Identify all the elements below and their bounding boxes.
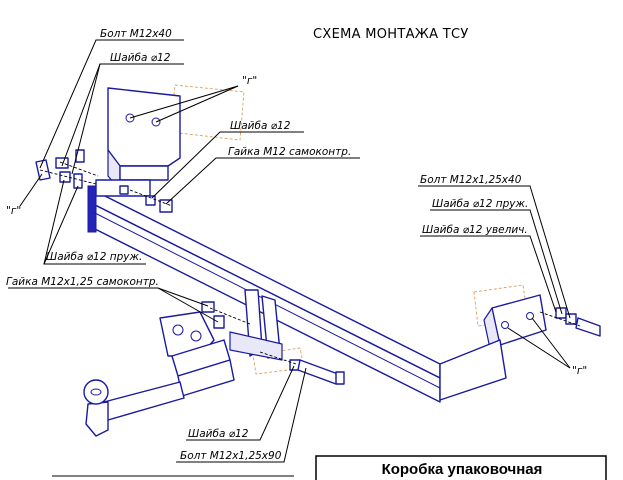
packing-box-text: Коробка упаковочная [382,461,543,478]
bottom-bolt [259,351,345,385]
label-washer-12-spring-right: Шайба ⌀12 пруж. [432,198,528,210]
label-nut-m12x125-selflock: Гайка М12х1,25 самоконтр. [6,276,159,288]
right-bracket [439,294,547,401]
label-bolt-m12x125x90: Болт М12х1,25х90 [180,450,282,462]
label-washer-12-enlarged: Шайба ⌀12 увелич. [422,224,528,236]
label-washer-12-spring-left: Шайба ⌀12 пруж. [46,251,142,263]
center-fasteners [201,301,251,329]
leader-lines [8,39,571,463]
right-fasteners [539,307,601,337]
part-labels: Болт М12х40 Шайба ⌀12 "г" Шайба ⌀12 Гайк… [6,28,587,462]
label-bolt-m12x125x40: Болт М12х1,25х40 [420,174,522,186]
label-washer-12-mid: Шайба ⌀12 [230,120,291,132]
diagram-title: СХЕМА МОНТАЖА ТСУ [313,27,469,42]
crossbar-beam [87,185,441,403]
tow-ball-mount [83,311,235,437]
label-callout-g-right: "г" [572,365,587,377]
center-bracket [229,289,283,361]
left-fasteners [35,149,99,189]
label-washer-12-top: Шайба ⌀12 [110,52,171,64]
packing-box: Коробка упаковочная [52,455,607,480]
label-nut-m12-selflock: Гайка М12 самоконтр. [228,146,351,158]
label-bolt-m12x40: Болт М12х40 [100,28,172,40]
label-callout-g-top: "г" [242,75,257,87]
label-callout-g-left: "г" [6,205,21,217]
top-fasteners [119,185,173,213]
label-washer-12-bottom: Шайба ⌀12 [188,428,249,440]
left-bracket [95,87,181,197]
